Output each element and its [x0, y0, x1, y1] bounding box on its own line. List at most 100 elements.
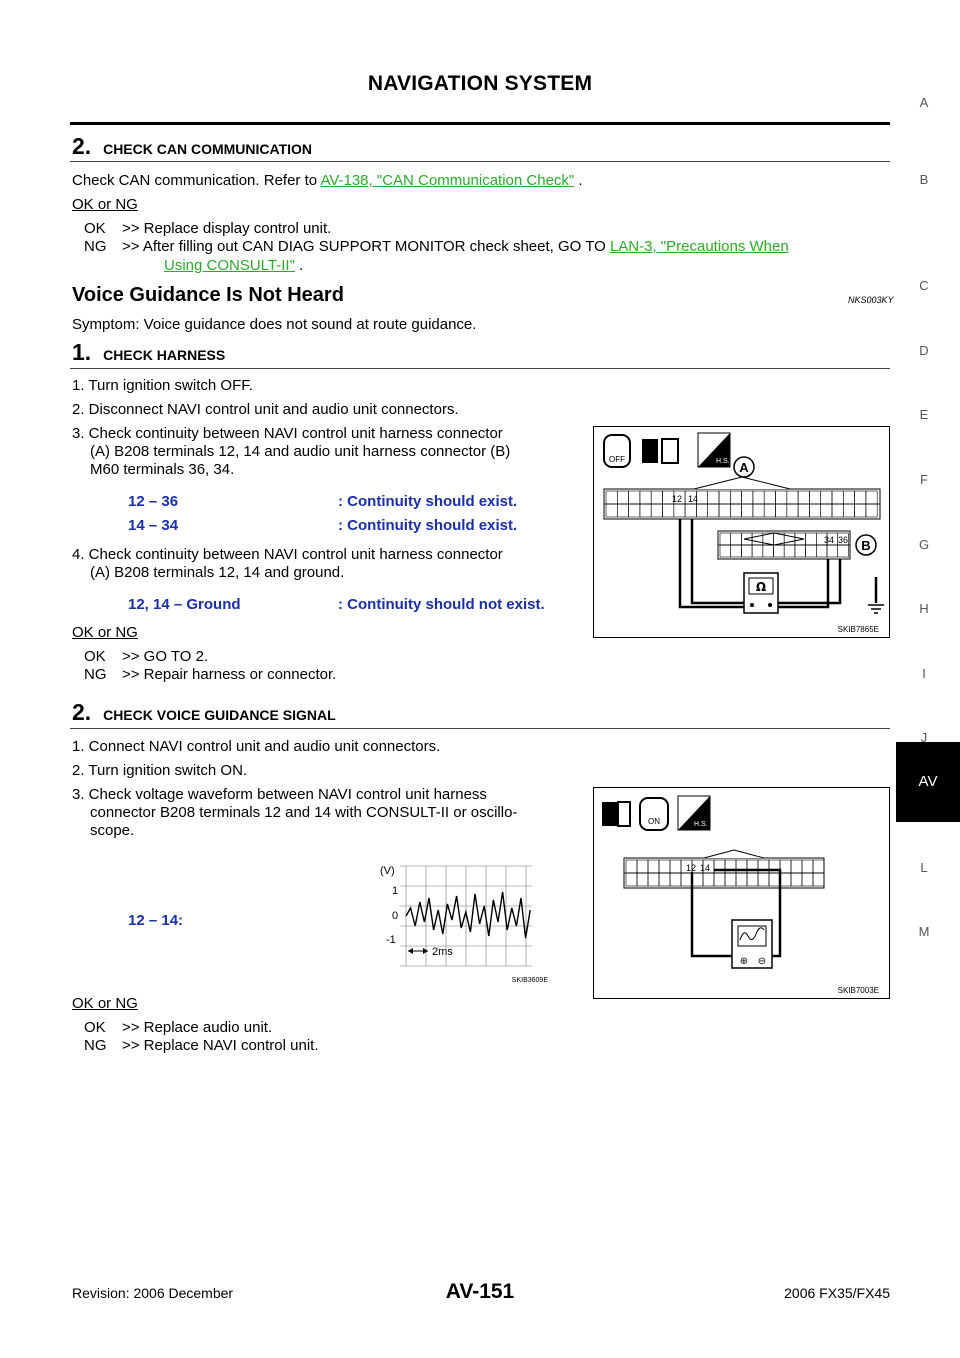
side-index-i[interactable]: I: [922, 666, 926, 681]
continuity-3-left: 12, 14 – Ground: [128, 596, 241, 613]
step-can-ng-cont: Using CONSULT-II" .: [164, 257, 304, 274]
step-voice-rule: [70, 728, 890, 729]
svg-text:Ω: Ω: [756, 580, 766, 594]
voice-step-2: 2. Turn ignition switch ON.: [72, 762, 248, 779]
connector-a: [603, 476, 881, 520]
side-index-a[interactable]: A: [919, 95, 929, 110]
waveform-code: SKIB3609E: [512, 977, 549, 984]
continuity-2-right: : Continuity should exist.: [338, 517, 518, 534]
side-index-c[interactable]: C: [919, 278, 929, 293]
harness-step-2: 2. Disconnect NAVI control unit and audi…: [72, 401, 459, 418]
connector-a-cells: [605, 490, 878, 518]
side-index-b[interactable]: B: [919, 172, 929, 187]
voice-step-3b: connector B208 terminals 12 and 14 with …: [90, 804, 518, 821]
step-harness-heading: 1. CHECK HARNESS: [72, 339, 226, 365]
step-can-text: Check CAN communication. Refer to AV-138…: [72, 172, 583, 189]
harness-side-icon: H.S.: [677, 795, 711, 831]
continuity-3-right: : Continuity should not exist.: [338, 596, 545, 613]
waveform-y0: 0: [392, 910, 398, 922]
waveform-time: 2ms: [432, 946, 453, 958]
connector-a-label: A: [739, 460, 749, 475]
connect-connector-icon: [602, 801, 631, 827]
harness-step-4b: (A) B208 terminals 12, 14 and ground.: [90, 564, 345, 581]
lan-precautions-link-1[interactable]: LAN-3, "Precautions When: [609, 238, 789, 255]
side-index-d[interactable]: D: [919, 343, 929, 358]
footer-model: 2006 FX35/FX45: [784, 1285, 890, 1301]
step-can-heading: 2. CHECK CAN COMMUNICATION: [72, 133, 313, 159]
step-voice-okng: OK or NG: [72, 995, 138, 1012]
side-index-g[interactable]: G: [918, 537, 930, 552]
terminal-12-label: 12: [686, 863, 696, 873]
harness-figure: OFF H.S. A 12 14 34 36 B: [593, 426, 890, 638]
waveform-diagram: (V) 1 0 -1 2ms SKIB3609E: [380, 865, 549, 984]
svg-text:OFF: OFF: [609, 455, 625, 464]
side-index-f[interactable]: F: [920, 472, 928, 487]
svg-text:H.S.: H.S.: [716, 458, 730, 465]
step-can-rule: [70, 161, 890, 162]
waveform-unit: (V): [380, 865, 395, 877]
ground-icon: [868, 604, 884, 614]
symptom-text: Symptom: Voice guidance does not sound a…: [72, 316, 477, 333]
voice-step-3c: scope.: [90, 822, 135, 839]
step-harness-ok: OK>> GO TO 2.: [84, 648, 209, 665]
side-index-j[interactable]: J: [920, 730, 928, 745]
can-check-link[interactable]: AV-138, "CAN Communication Check": [320, 172, 575, 189]
oscilloscope-diagram: ON H.S. 12 14 ⊕ ⊖ SKIB7003E: [602, 795, 879, 995]
disconnect-connector-icon: [642, 438, 679, 464]
ignition-off-icon: OFF: [603, 434, 631, 468]
probe-wires: [678, 519, 878, 609]
step-voice-heading: 2. CHECK VOICE GUIDANCE SIGNAL: [72, 699, 336, 725]
svg-text:H.S.: H.S.: [694, 821, 708, 828]
continuity-1-left: 12 – 36: [128, 493, 179, 510]
continuity-1-right: : Continuity should exist.: [338, 493, 518, 510]
section-title: Voice Guidance Is Not Heard: [72, 284, 344, 306]
lan-precautions-link-2[interactable]: Using CONSULT-II": [164, 257, 295, 274]
fig2-code: SKIB7003E: [838, 986, 879, 995]
terminal-14-label: 14: [700, 863, 710, 873]
step-can-okng: OK or NG: [72, 196, 138, 213]
ignition-on-icon: ON: [639, 797, 669, 831]
step-voice-ok: OK>> Replace audio unit.: [84, 1019, 273, 1036]
step-harness-okng: OK or NG: [72, 624, 138, 641]
connector-b-label: B: [861, 538, 870, 553]
page-title: NAVIGATION SYSTEM: [367, 72, 593, 95]
harness-side-icon: H.S.: [697, 432, 731, 468]
oscilloscope-figure: ON H.S. 12 14 ⊕ ⊖ SKIB7003E: [593, 787, 890, 999]
waveform-ym1: -1: [386, 934, 396, 946]
probe-wires: [690, 868, 782, 958]
side-index-h[interactable]: H: [919, 601, 929, 616]
harness-step-4a: 4. Check continuity between NAVI control…: [72, 546, 503, 563]
side-index-m[interactable]: M: [918, 924, 930, 939]
voice-step-3a: 3. Check voltage waveform between NAVI c…: [72, 786, 487, 803]
svg-text:⊖: ⊖: [758, 956, 766, 967]
terminal-34-label: 34: [824, 535, 834, 545]
harness-diagram: OFF H.S. A 12 14 34 36 B: [603, 432, 884, 634]
step-harness-rule: [70, 368, 890, 369]
side-index-av-tab[interactable]: AV: [896, 742, 960, 822]
footer-revision: Revision: 2006 December: [72, 1285, 234, 1301]
section-code: NKS003KY: [848, 295, 894, 305]
voice-step-1: 1. Connect NAVI control unit and audio u…: [72, 738, 441, 755]
svg-text:⊕: ⊕: [740, 956, 748, 967]
step-can-ok: OK>> Replace display control unit.: [84, 220, 332, 237]
waveform-trace: [405, 891, 531, 939]
connector-b-cells: [719, 532, 849, 558]
harness-step-1: 1. Turn ignition switch OFF.: [72, 377, 253, 394]
waveform-grid: [400, 865, 532, 967]
header-rule: [70, 122, 890, 125]
ohmmeter-icon: Ω: [743, 572, 779, 614]
continuity-2-left: 14 – 34: [128, 517, 179, 534]
harness-step-3c: M60 terminals 36, 34.: [90, 461, 235, 478]
waveform-figure: (V) 1 0 -1 2ms SKIB3609E: [372, 862, 552, 986]
terminal-14-label: 14: [688, 494, 698, 504]
connector-b-badge: [855, 534, 877, 556]
side-index-l[interactable]: L: [920, 860, 928, 875]
harness-step-3a: 3. Check continuity between NAVI control…: [72, 425, 503, 442]
step-harness-ng: NG>> Repair harness or connector.: [84, 666, 337, 683]
oscilloscope-icon: ⊕ ⊖: [731, 919, 773, 969]
terminal-36-label: 36: [838, 535, 848, 545]
side-index-e[interactable]: E: [919, 407, 929, 422]
measure-terminals: 12 – 14:: [128, 912, 184, 929]
fig1-code: SKIB7865E: [838, 625, 879, 634]
step-voice-ng: NG>> Replace NAVI control unit.: [84, 1037, 319, 1054]
